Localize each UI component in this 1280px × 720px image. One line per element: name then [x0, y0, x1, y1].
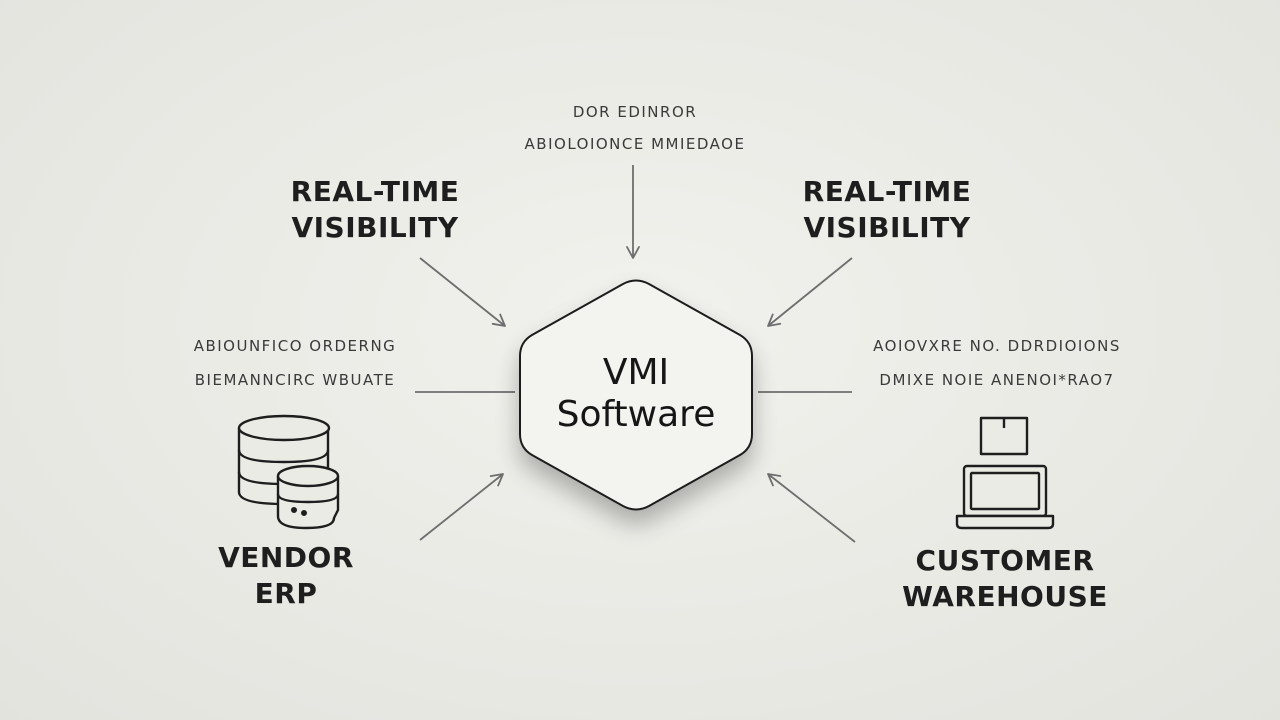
top-left-label: REAL-TIME VISIBILITY [260, 174, 490, 246]
top-note-line2: ABIOLOIONCE MMIEDAOE [524, 135, 746, 153]
right-note-line1: AOIOVXRE NO. DDRDIOIONS [873, 337, 1121, 355]
center-label: VMI Software [536, 352, 736, 436]
center-line2: Software [556, 394, 716, 435]
center-line1: VMI [602, 352, 670, 393]
customer-warehouse-line2: WAREHOUSE [902, 580, 1108, 613]
top-right-label: REAL-TIME VISIBILITY [772, 174, 1002, 246]
top-note: DOR EDINROR ABIOLOIONCE MMIEDAOE [520, 102, 750, 154]
customer-warehouse-line1: CUSTOMER [915, 544, 1095, 577]
top-right-line1: REAL-TIME [802, 175, 972, 208]
top-note-line1: DOR EDINROR [572, 103, 698, 121]
left-note-line2: BIEMANNCIRC WBUATE [194, 371, 396, 389]
arrow-top-left [419, 257, 506, 327]
top-left-line1: REAL-TIME [290, 175, 460, 208]
database-icon [237, 414, 340, 530]
center-hexagon [519, 279, 753, 511]
left-note-line1: ABIOUNFICO ORDERNG [193, 337, 397, 355]
right-note: AOIOVXRE NO. DDRDIOIONS DMIXE NOIE ANENO… [852, 336, 1142, 390]
customer-warehouse-label: CUSTOMER WAREHOUSE [880, 543, 1130, 615]
vendor-erp-line1: VENDOR [218, 541, 354, 574]
right-note-line2: DMIXE NOIE ANENOI*RAO7 [879, 371, 1115, 389]
vendor-erp-line2: ERP [254, 577, 318, 610]
left-note: ABIOUNFICO ORDERNG BIEMANNCIRC WBUATE [170, 336, 420, 390]
arrow-top-right [767, 257, 853, 327]
arrow-bottom-left [419, 473, 504, 541]
vendor-erp-label: VENDOR ERP [186, 540, 386, 612]
top-right-line2: VISIBILITY [803, 211, 971, 244]
arrow-bottom-right [767, 473, 856, 543]
top-left-line2: VISIBILITY [291, 211, 459, 244]
laptop-box-icon [955, 416, 1055, 530]
